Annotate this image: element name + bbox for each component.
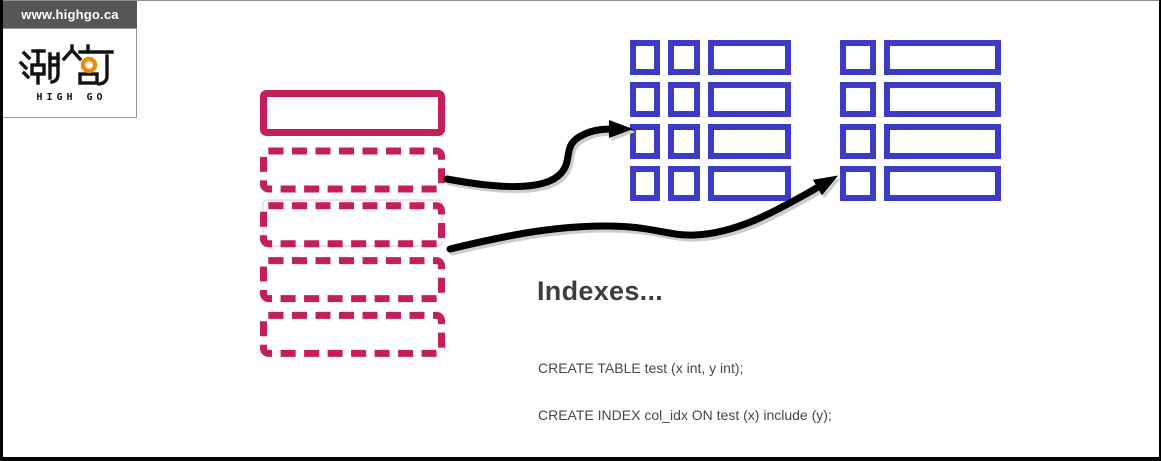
arrow-table-to-index1	[443, 120, 633, 190]
heap-table-header-row	[260, 90, 445, 136]
index-cell-key	[840, 166, 876, 201]
slide-edge-bottom	[0, 457, 1161, 461]
index-cell-included	[884, 124, 1001, 159]
index-cell-key	[630, 82, 660, 117]
highgo-url-text: www.highgo.ca	[21, 7, 119, 22]
sql-line-create-index: CREATE INDEX col_idx ON test (x) include…	[538, 406, 832, 423]
index-row	[840, 82, 1001, 117]
heap-table-dashed-row-2	[260, 202, 445, 248]
index-cell-included	[708, 166, 791, 201]
index-cell-key	[840, 40, 876, 75]
index-row	[840, 166, 1001, 201]
sql-line-create-table: CREATE TABLE test (x int, y int);	[538, 360, 744, 376]
heap-table-dashed-row-4	[260, 311, 445, 357]
arrow-table-to-index2	[446, 175, 839, 253]
highgo-url-bar: www.highgo.ca	[3, 1, 137, 28]
slide-edge-top	[0, 0, 1161, 1]
index-cell-included	[708, 124, 791, 159]
index-row	[630, 124, 791, 159]
index-cell-key	[668, 82, 700, 117]
index-cell-key	[840, 124, 876, 159]
slide-heading: Indexes...	[537, 276, 664, 306]
index-cell-included	[708, 40, 791, 75]
index-row	[630, 166, 791, 201]
index-row	[630, 40, 791, 75]
highgo-logo-box: HIGH GO	[3, 28, 137, 118]
index-grid-plain	[840, 40, 1001, 201]
index-cell-included	[708, 82, 791, 117]
heap-table	[260, 90, 445, 357]
heap-table-dashed-rows	[260, 147, 445, 357]
heap-table-dashed-row-1	[260, 147, 445, 193]
slide-edge-left	[0, 0, 3, 461]
index-row	[630, 82, 791, 117]
slide-edge-right	[1159, 0, 1161, 461]
index-cell-key	[668, 124, 700, 159]
index-cell-included	[884, 166, 1001, 201]
index-cell-key	[840, 82, 876, 117]
arrow-2-shadow	[449, 178, 841, 256]
sql-code-block: CREATE TABLE test (x int, y int); CREATE…	[538, 330, 832, 454]
index-row	[840, 124, 1001, 159]
index-cell-included	[884, 40, 1001, 75]
highgo-brand-text: HIGH GO	[36, 91, 107, 103]
highgo-logo: www.highgo.ca	[3, 1, 137, 118]
index-cell-included	[884, 82, 1001, 117]
highgo-orange-ring-icon	[80, 56, 97, 73]
highgo-brand-glyph-icon	[18, 43, 114, 86]
heap-table-dashed-row-3	[260, 257, 445, 303]
index-grid-with-include	[630, 40, 791, 201]
arrows-layer	[443, 120, 841, 256]
index-cell-key	[668, 166, 700, 201]
index-cell-key	[630, 166, 660, 201]
index-cell-key	[630, 40, 660, 75]
index-cell-key	[668, 40, 700, 75]
index-row	[840, 40, 1001, 75]
